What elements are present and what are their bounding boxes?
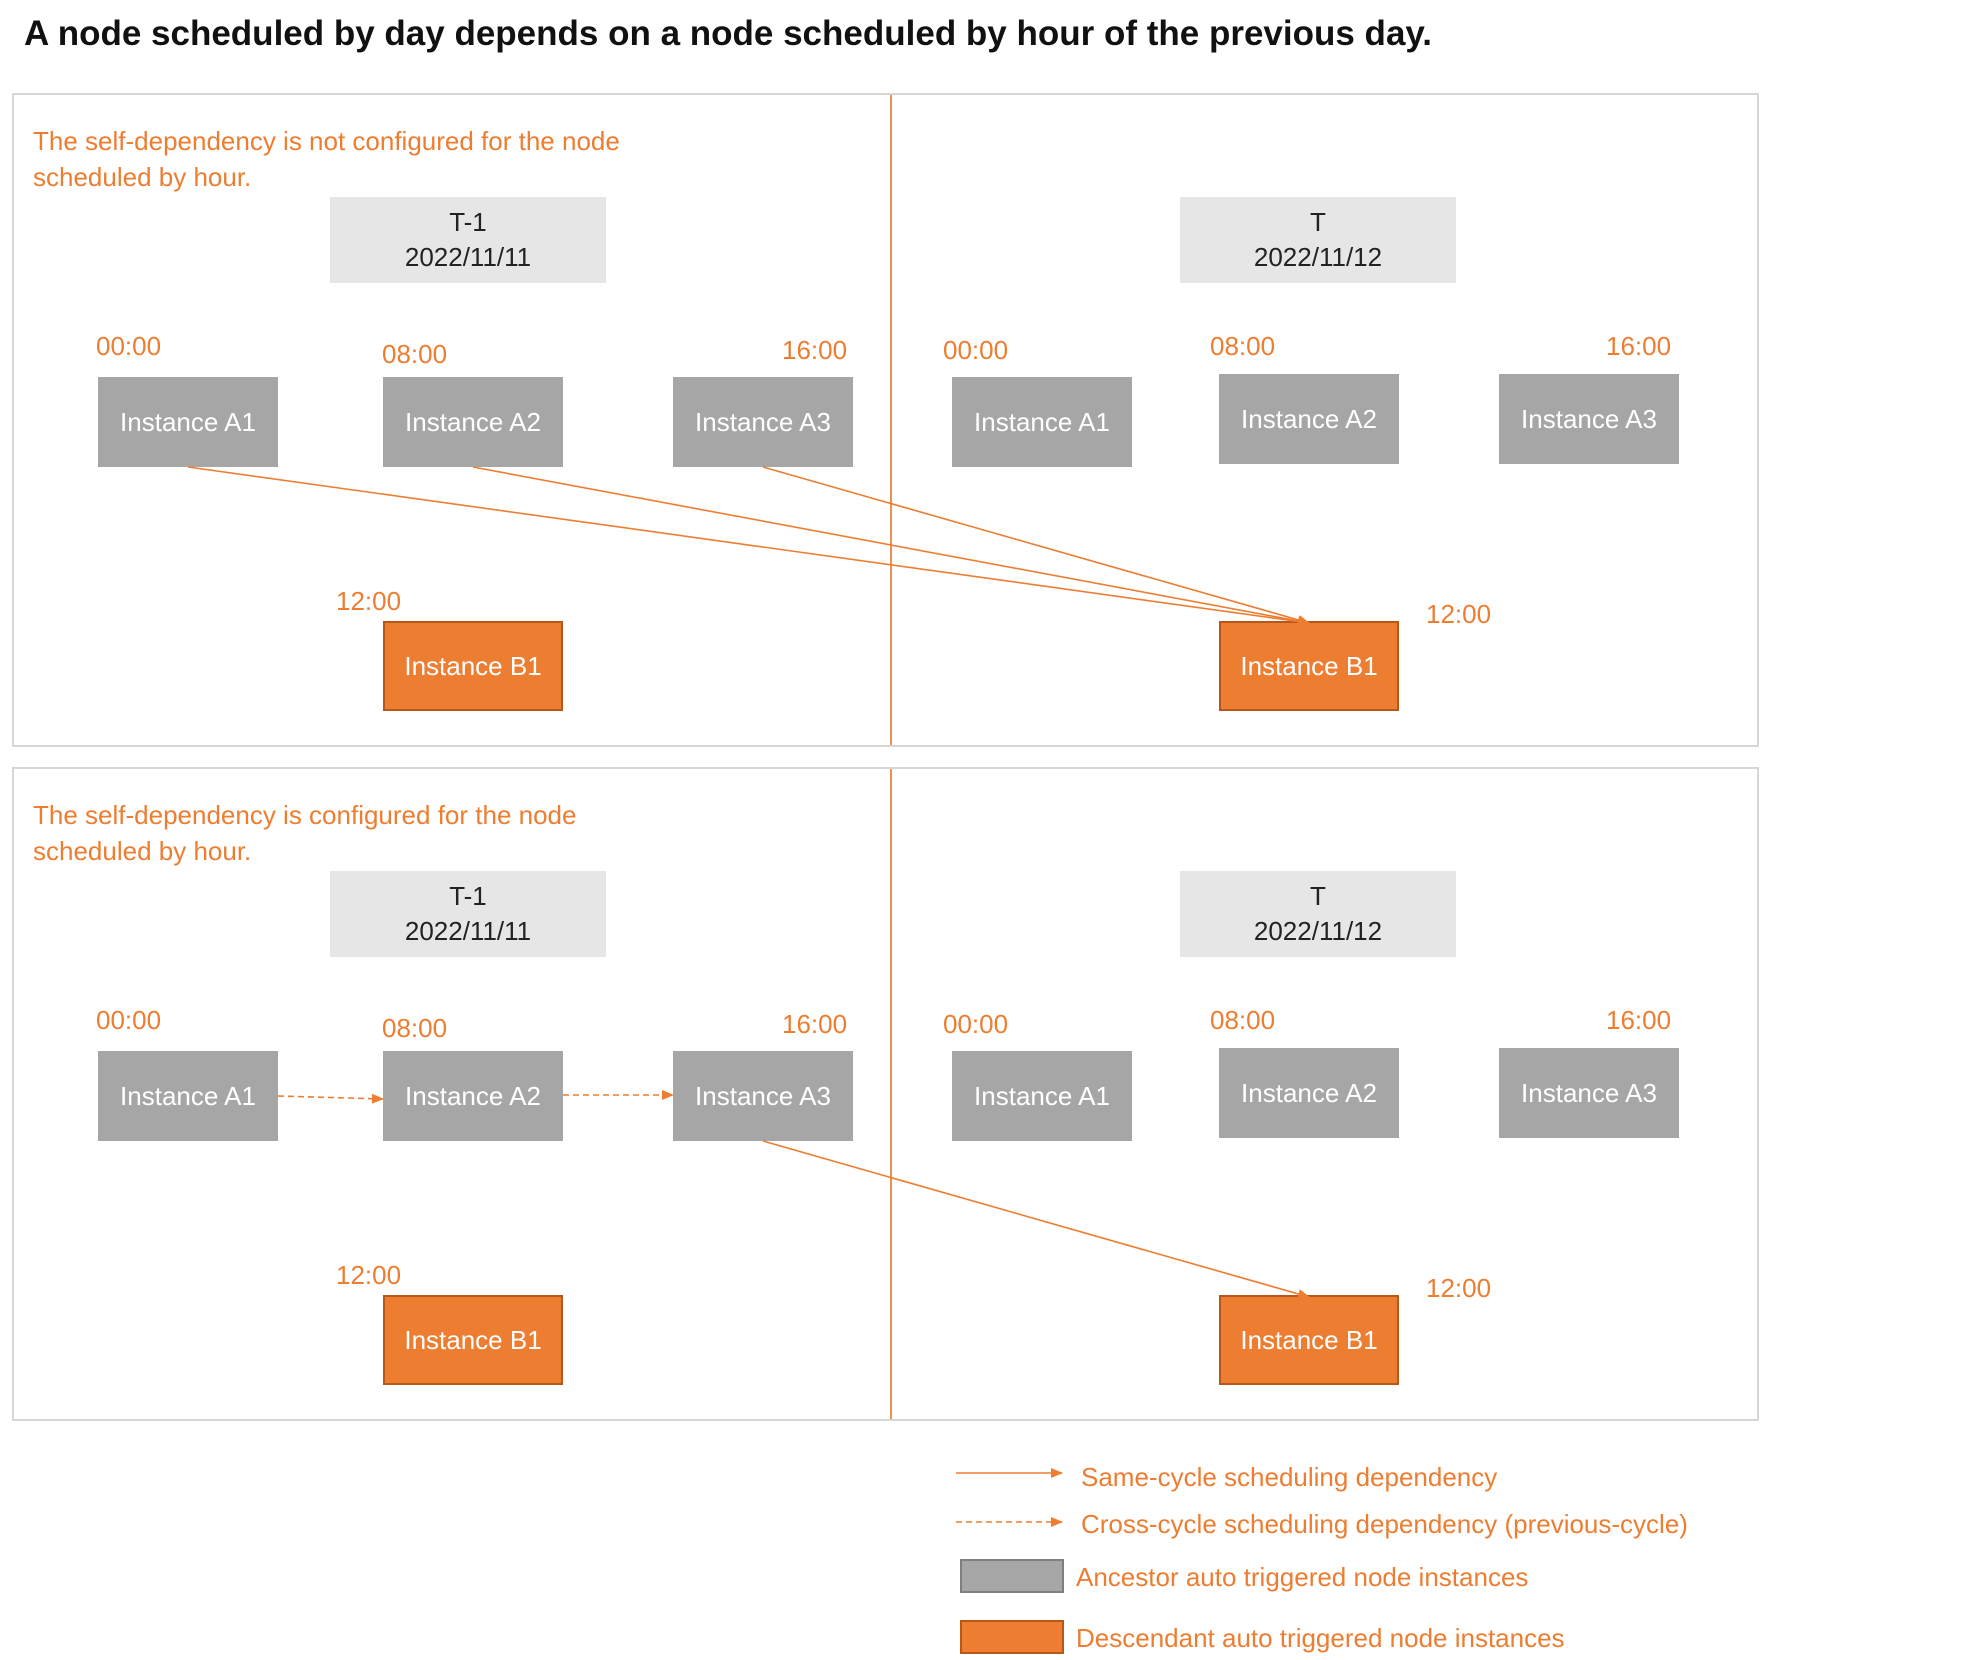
time-label-a1: 00:00 bbox=[943, 1009, 1009, 1039]
day-label: T-1 bbox=[449, 881, 487, 911]
instance-b1-node: Instance B1 bbox=[383, 1295, 563, 1385]
time-label-a3: 16:00 bbox=[1606, 1005, 1672, 1035]
panel-note: The self-dependency is configured for th… bbox=[33, 800, 577, 866]
instance-a1-node: Instance A1 bbox=[952, 377, 1132, 467]
instance-a3-node: Instance A3 bbox=[673, 1051, 853, 1141]
instance-a3-node: Instance A3 bbox=[1499, 374, 1679, 464]
legend-label: Descendant auto triggered node instances bbox=[1076, 1623, 1565, 1653]
date-box-current-day: T 2022/11/12 bbox=[1180, 871, 1456, 957]
same-cycle-arrow-a3-to-b1 bbox=[762, 1140, 1310, 1299]
date-label: 2022/11/12 bbox=[1253, 242, 1383, 272]
day-divider bbox=[890, 95, 892, 745]
time-label-a3: 16:00 bbox=[1606, 331, 1672, 361]
date-label: 2022/11/12 bbox=[1253, 916, 1383, 946]
time-label-a2: 08:00 bbox=[382, 1013, 448, 1043]
time-label-a1: 00:00 bbox=[943, 335, 1009, 365]
panel-note: The self-dependency is not configured fo… bbox=[33, 126, 620, 192]
date-box-previous-day: T-1 2022/11/11 bbox=[330, 197, 606, 283]
legend-cross-cycle: Cross-cycle scheduling dependency (previ… bbox=[956, 1504, 1856, 1544]
instance-a2-node: Instance A2 bbox=[1219, 374, 1399, 464]
panel-self-dependency: The self-dependency is configured for th… bbox=[12, 767, 1759, 1421]
instance-b1-node: Instance B1 bbox=[1219, 1295, 1399, 1385]
time-label-a3: 16:00 bbox=[782, 335, 848, 365]
date-label: 2022/11/11 bbox=[404, 242, 532, 272]
time-label-a2: 08:00 bbox=[1210, 331, 1276, 361]
instance-a3-node: Instance A3 bbox=[1499, 1048, 1679, 1138]
date-label: 2022/11/11 bbox=[404, 916, 532, 946]
panel-no-self-dependency: The self-dependency is not configured fo… bbox=[12, 93, 1759, 747]
legend-label: Same-cycle scheduling dependency bbox=[1081, 1462, 1498, 1492]
diagram-title: A node scheduled by day depends on a nod… bbox=[24, 14, 1432, 53]
instance-a2-node: Instance A2 bbox=[383, 377, 563, 467]
legend-label: Cross-cycle scheduling dependency (previ… bbox=[1081, 1509, 1688, 1539]
same-cycle-arrow-a3-to-b1 bbox=[762, 466, 1310, 625]
instance-a1-node: Instance A1 bbox=[98, 1051, 278, 1141]
time-label-a2: 08:00 bbox=[382, 339, 448, 369]
legend-ancestor: Ancestor auto triggered node instances bbox=[956, 1557, 1856, 1597]
time-label-b1: 12:00 bbox=[1426, 599, 1492, 629]
legend-same-cycle: Same-cycle scheduling dependency bbox=[956, 1457, 1856, 1497]
time-label-a2: 08:00 bbox=[1210, 1005, 1276, 1035]
descendant-swatch bbox=[960, 1620, 1064, 1654]
day-label: T-1 bbox=[449, 207, 487, 237]
instance-a2-node: Instance A2 bbox=[1219, 1048, 1399, 1138]
time-label-a1: 00:00 bbox=[96, 1005, 162, 1035]
instance-a1-node: Instance A1 bbox=[952, 1051, 1132, 1141]
legend-descendant: Descendant auto triggered node instances bbox=[956, 1618, 1856, 1658]
instance-a2-node: Instance A2 bbox=[383, 1051, 563, 1141]
date-box-current-day: T 2022/11/12 bbox=[1180, 197, 1456, 283]
time-label-b1: 12:00 bbox=[336, 586, 402, 616]
instance-b1-node: Instance B1 bbox=[383, 621, 563, 711]
cross-cycle-arrow-a1-to-a2 bbox=[277, 1093, 384, 1104]
time-label-a3: 16:00 bbox=[782, 1009, 848, 1039]
solid-arrow-icon bbox=[956, 1468, 1063, 1478]
instance-b1-node: Instance B1 bbox=[1219, 621, 1399, 711]
day-label: T bbox=[1310, 207, 1326, 237]
dashed-arrow-icon bbox=[956, 1517, 1063, 1527]
legend-label: Ancestor auto triggered node instances bbox=[1076, 1562, 1529, 1592]
instance-a3-node: Instance A3 bbox=[673, 377, 853, 467]
day-label: T bbox=[1310, 881, 1326, 911]
date-box-previous-day: T-1 2022/11/11 bbox=[330, 871, 606, 957]
instance-a1-node: Instance A1 bbox=[98, 377, 278, 467]
day-divider bbox=[890, 769, 892, 1419]
time-label-b1: 12:00 bbox=[1426, 1273, 1492, 1303]
ancestor-swatch bbox=[960, 1559, 1064, 1593]
time-label-a1: 00:00 bbox=[96, 331, 162, 361]
time-label-b1: 12:00 bbox=[336, 1260, 402, 1290]
